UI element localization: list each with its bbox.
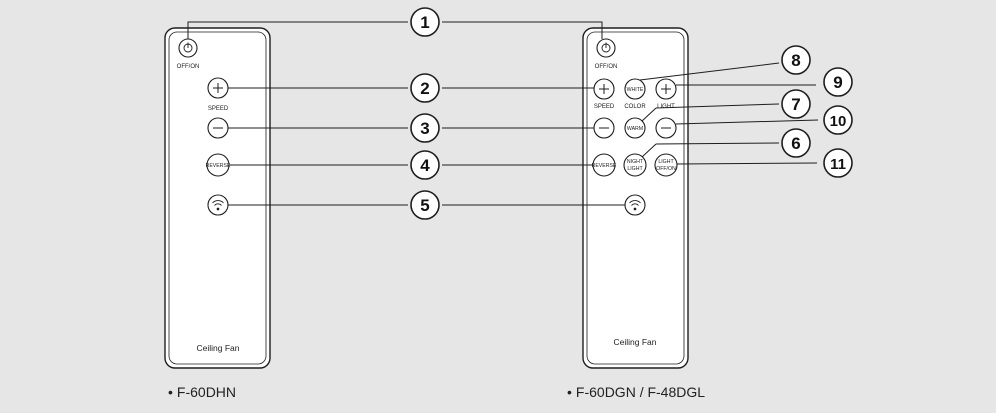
callout-1: 1 [410,7,440,37]
white-color-button[interactable]: WHITE [624,78,646,100]
callout-number: 10 [830,113,847,130]
light-label: LIGHT [657,104,675,110]
color-label: COLOR [624,104,646,110]
callout-4: 4 [410,150,440,180]
remote-f60dhn: OFF/ON SPEED REVERSE Ceiling Fan [164,27,271,369]
callout-11: 11 [823,148,853,178]
power-label: OFF/ON [177,64,200,70]
speed-up-button[interactable] [593,78,615,100]
reverse-label: REVERSE [592,163,617,169]
speed-label: SPEED [208,106,229,112]
lightoff-label-line2: OFF/ON [656,166,676,172]
caption-f60dgn-f48dgl: •F-60DGN / F-48DGL [567,384,705,400]
callout-number: 5 [420,196,429,215]
bullet: • [567,384,572,400]
callout-10: 10 [823,105,853,135]
night-label-line1: NIGHT [627,159,644,165]
speed-up-button[interactable] [207,77,229,99]
warm-label: WARM [627,126,643,132]
caption-f60dhn: •F-60DHN [168,384,236,400]
callout-3: 3 [410,113,440,143]
reverse-label: REVERSE [206,163,231,169]
callout-8: 8 [781,45,811,75]
callout-7: 7 [781,89,811,119]
callout-number: 1 [420,13,429,32]
callout-number: 2 [420,79,429,98]
callout-number: 6 [791,134,800,153]
night-light-button[interactable]: NIGHT LIGHT [623,153,647,177]
callout-9: 9 [823,67,853,97]
bullet: • [168,384,173,400]
light-off-on-button[interactable]: LIGHT OFF/ON [654,153,678,177]
reverse-button[interactable]: REVERSE [206,153,231,177]
callout-number: 11 [830,156,846,173]
power-label: OFF/ON [595,64,618,70]
wifi-pair-button[interactable] [624,194,646,216]
wifi-pair-button[interactable] [207,194,229,216]
model-name: F-60DHN [176,384,237,400]
callout-5: 5 [410,190,440,220]
brand-label: Ceiling Fan [197,343,240,353]
light-down-button[interactable] [655,117,677,139]
leader-lines [187,21,819,206]
callout-2: 2 [410,73,440,103]
speed-label: SPEED [594,104,615,110]
lightoff-label-line1: LIGHT [658,159,674,165]
speed-down-button[interactable] [593,117,615,139]
white-label: WHITE [627,87,644,93]
power-button[interactable] [178,38,198,58]
callout-number: 7 [791,95,800,114]
light-up-button[interactable] [655,78,677,100]
remote-f60dgn-f48dgl: OFF/ON SPEED WHITE COLOR LIGHT WARM [582,27,689,369]
night-label-line2: LIGHT [627,166,643,172]
brand-label: Ceiling Fan [614,337,657,347]
speed-down-button[interactable] [207,117,229,139]
callout-number: 3 [420,119,429,138]
warm-button[interactable]: WARM [624,117,646,139]
callout-number: 9 [833,73,842,92]
model-name: F-60DGN / F-48DGL [575,384,706,400]
callout-6: 6 [781,128,811,158]
callout-number: 4 [420,156,430,175]
wifi-icon [212,200,224,211]
callout-number: 8 [791,51,800,70]
wifi-icon [629,200,641,211]
power-button[interactable] [596,38,616,58]
